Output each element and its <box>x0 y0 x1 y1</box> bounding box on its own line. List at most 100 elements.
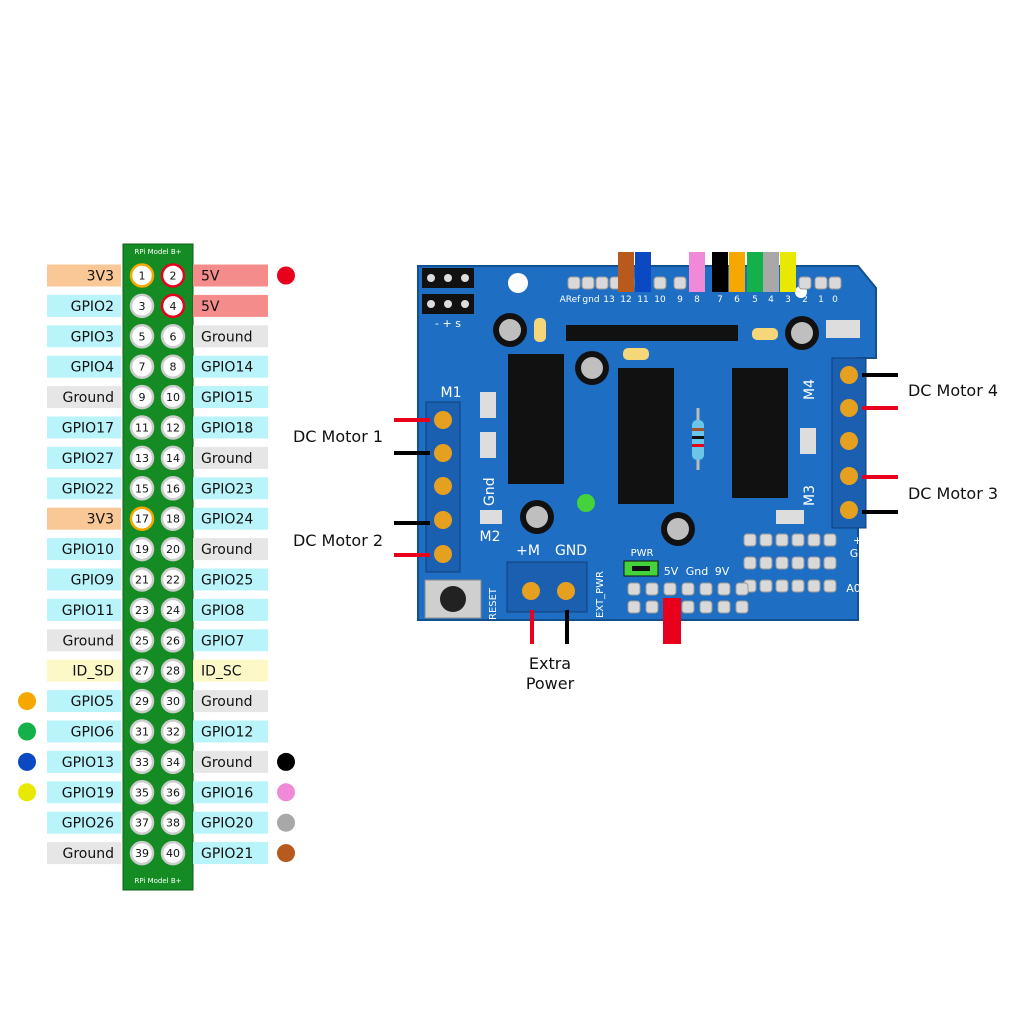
pin-label-box <box>193 811 268 834</box>
pin-circle <box>129 506 155 531</box>
analog-pad <box>743 533 757 547</box>
pin-number: 14 <box>166 452 180 465</box>
power-pad <box>645 600 659 614</box>
pin-label-left: GPIO22 <box>62 481 114 497</box>
analog-pad <box>791 556 805 570</box>
pin-circle <box>129 445 155 471</box>
pin-label-box <box>193 720 268 743</box>
digital-pin-label: 2 <box>802 295 808 305</box>
pin-circle <box>160 384 186 410</box>
pin-number: 9 <box>139 391 146 404</box>
pin-label-left: ID_SD <box>72 664 114 680</box>
pin-circle <box>160 536 186 562</box>
pin-circle <box>160 324 186 349</box>
pin-label-right: GPIO14 <box>201 360 253 376</box>
gnd-right-label: Gnd <box>850 547 872 560</box>
pin-circle <box>160 810 186 835</box>
motor3-label: DC Motor 3 <box>908 484 998 503</box>
chip-3 <box>732 368 788 498</box>
pin-label-right: GPIO7 <box>201 633 244 649</box>
analog-pad <box>807 579 821 593</box>
pin-label-box <box>193 750 268 773</box>
header-pad <box>653 276 667 290</box>
pin-label-box <box>193 568 268 591</box>
pin-label-right: GPIO23 <box>201 481 253 497</box>
pwr-label: PWR <box>631 548 654 559</box>
pin-label-box <box>47 811 121 834</box>
wire-color-dot <box>18 722 36 741</box>
pin-number: 12 <box>166 422 180 435</box>
pin-label-right: ID_SC <box>201 664 242 680</box>
wire-color-dot <box>277 752 295 771</box>
header-top-label: RPi Model B+ <box>134 248 181 256</box>
pin-number: 11 <box>135 422 149 435</box>
pin-label-box <box>193 507 268 530</box>
pin-label-box <box>193 477 268 500</box>
power-pad <box>735 600 749 614</box>
pin-number: 21 <box>135 574 149 587</box>
pin-circle <box>160 354 186 379</box>
pin-label-box <box>193 690 268 713</box>
header-pad <box>567 276 581 290</box>
analog-pad <box>775 579 789 593</box>
power-pad <box>699 582 713 596</box>
pin-label-right: GPIO12 <box>201 725 253 741</box>
v9-label: 9V <box>715 565 730 578</box>
pin-number: 36 <box>166 786 180 799</box>
pin-label-box <box>47 355 121 378</box>
analog-pad <box>791 533 805 547</box>
pin-label-left: Ground <box>63 846 115 862</box>
pin-number: 8 <box>170 361 177 374</box>
pin-number: 29 <box>135 695 149 708</box>
pin-label-left: GPIO2 <box>71 299 114 315</box>
pin-number: 25 <box>135 634 149 647</box>
m3-label: M3 <box>802 485 818 506</box>
digital-pin-label: 13 <box>603 295 614 305</box>
digital-wire-6 <box>729 252 745 292</box>
pin-label-left: GPIO4 <box>71 360 114 376</box>
pin-label-box <box>193 659 268 682</box>
pin-label-box <box>47 842 121 865</box>
pin-label-box <box>193 416 268 439</box>
digital-wire-12 <box>618 252 634 292</box>
mounting-hole <box>508 273 528 293</box>
pin-number: 38 <box>166 817 180 830</box>
digital-pin-label: 12 <box>620 295 631 305</box>
header-pad <box>814 276 828 290</box>
chip-1 <box>508 354 564 484</box>
analog-pad <box>823 556 837 570</box>
pin-label-box <box>47 446 121 469</box>
pin-number: 39 <box>135 847 149 860</box>
chip-2 <box>618 368 674 504</box>
wire-color-dot <box>277 813 295 832</box>
m2-label: M2 <box>480 529 501 545</box>
pin-circle <box>160 506 186 531</box>
analog-pad <box>807 533 821 547</box>
pin-label-right: GPIO15 <box>201 390 253 406</box>
header-pad <box>673 276 687 290</box>
pin-circle <box>160 688 186 714</box>
wire-color-dot <box>277 266 295 285</box>
terminal-m3-m4 <box>831 357 867 529</box>
reset-button[interactable] <box>424 579 482 619</box>
pin-circle <box>129 810 155 835</box>
pin-label-box <box>47 386 121 409</box>
pin-circle <box>129 688 155 714</box>
pin-label-right: Ground <box>201 451 253 467</box>
pin-number: 40 <box>166 847 180 860</box>
analog-pad <box>823 579 837 593</box>
digital-pin-label: 3 <box>785 295 791 305</box>
pin-label-box <box>47 477 121 500</box>
digital-pin-label: 10 <box>654 295 666 305</box>
motor4-label: DC Motor 4 <box>908 381 998 400</box>
pin-circle <box>129 597 155 623</box>
digital-wire-8 <box>689 252 705 292</box>
pin-number: 35 <box>135 786 149 799</box>
extra-power-label-line2: Power <box>526 674 575 693</box>
pin-circle <box>160 476 186 501</box>
analog-pad <box>807 556 821 570</box>
digital-pin-label: 11 <box>637 295 648 305</box>
pin-label-box <box>47 325 121 348</box>
power-pad <box>627 600 641 614</box>
pin-label-box <box>47 264 121 287</box>
